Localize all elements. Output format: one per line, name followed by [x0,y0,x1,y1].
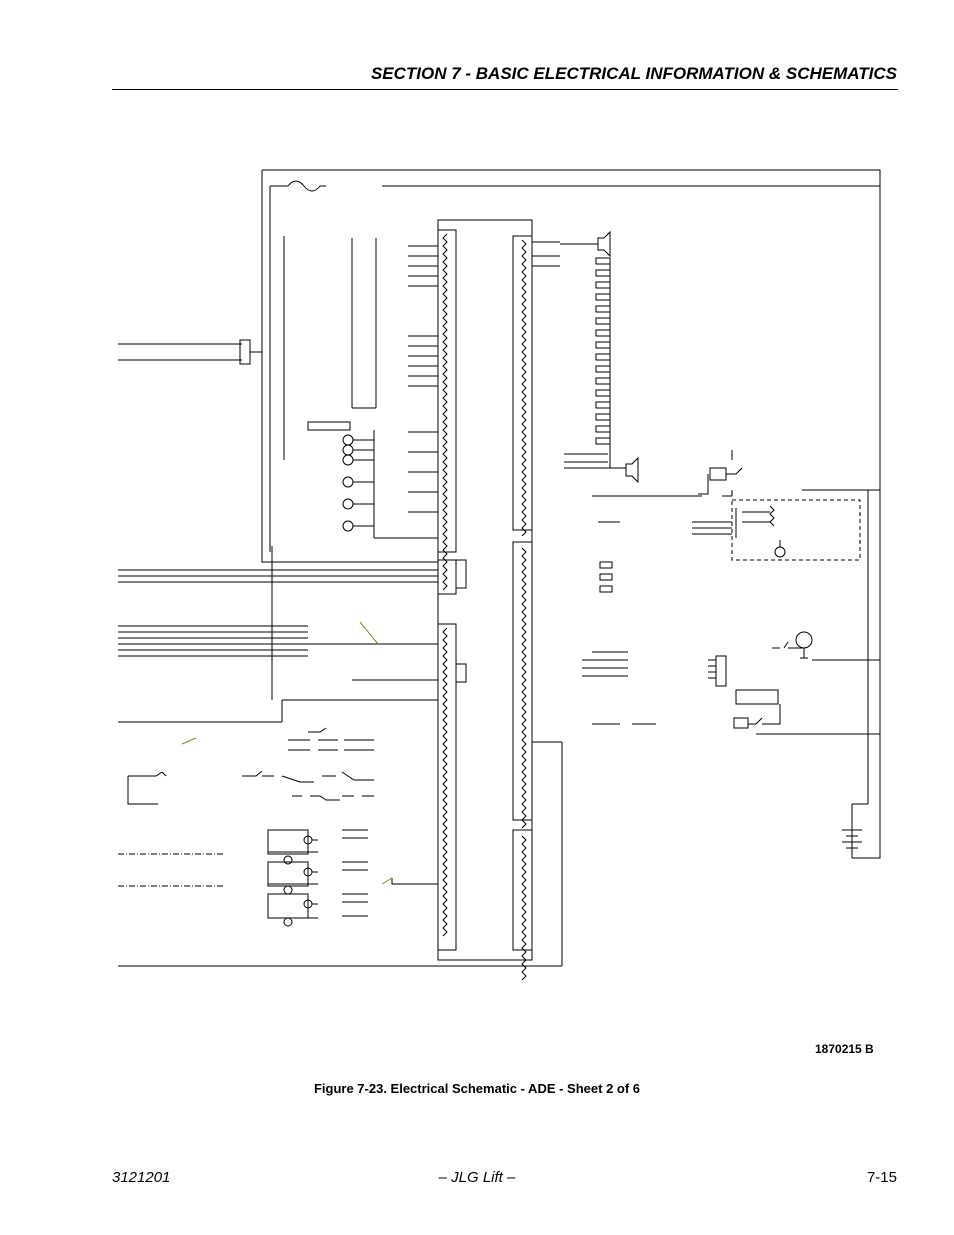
page-number: 7-15 [866,1169,897,1186]
header-rule [112,89,898,90]
publisher-name: – JLG Lift – [438,1169,516,1186]
figure-caption: Figure 7-23. Electrical Schematic - ADE … [313,1081,641,1096]
electrical-schematic-diagram [118,169,881,980]
document-number: 3121201 [112,1169,171,1186]
drawing-number: 1870215 B [815,1042,874,1056]
section-title: SECTION 7 - BASIC ELECTRICAL INFORMATION… [370,64,897,83]
